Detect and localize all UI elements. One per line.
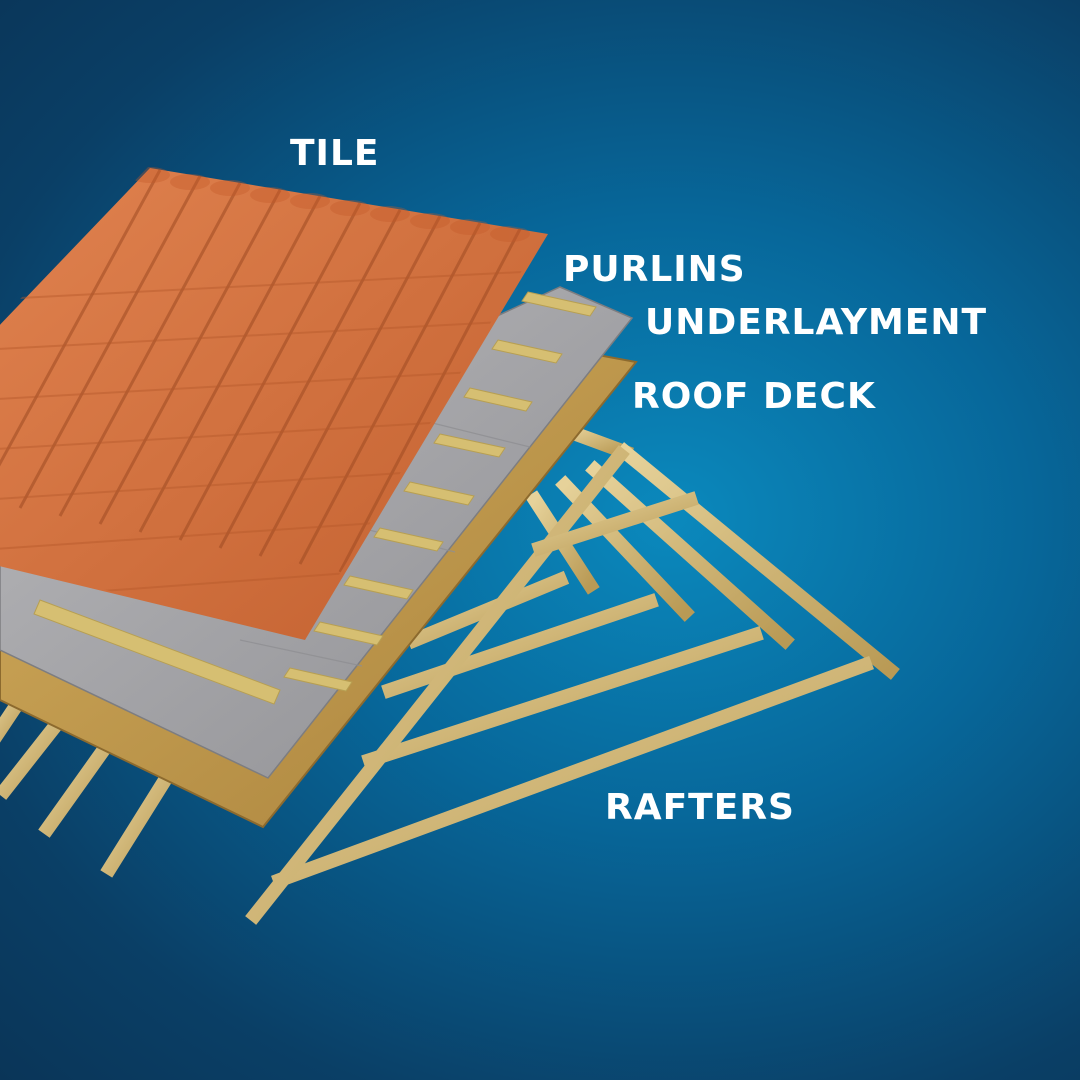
tile-label: TILE — [290, 133, 380, 174]
clay-tiles — [0, 167, 548, 640]
rafters-frame — [0, 421, 900, 925]
purlins — [33, 291, 597, 705]
purlins-label: PURLINS — [563, 249, 746, 290]
underlayment-label: UNDERLAYMENT — [645, 302, 988, 343]
roof-deck-label: ROOF DECK — [632, 376, 876, 417]
rafters-label: RAFTERS — [605, 787, 795, 828]
